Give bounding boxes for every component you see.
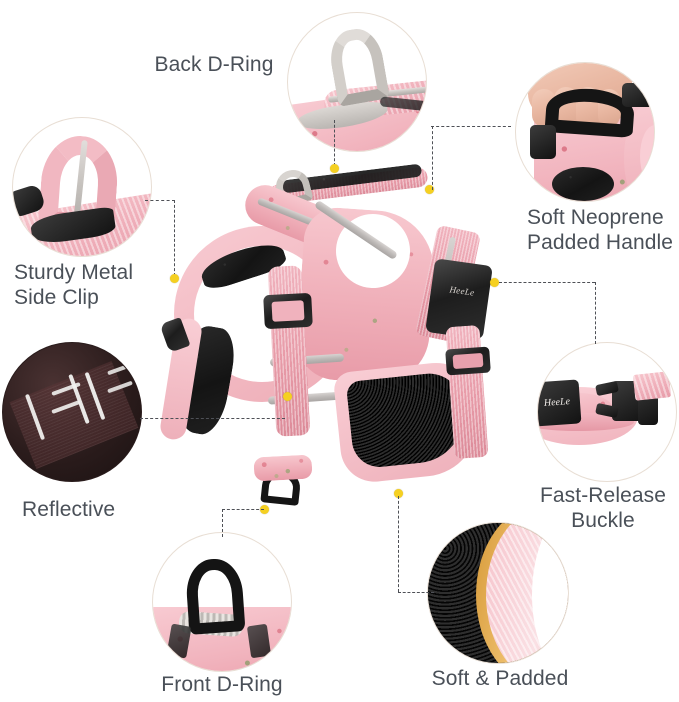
connector-back-d-ring-vertical <box>334 120 335 166</box>
anchor-dot-soft-padded <box>394 489 403 498</box>
connector-front-d-ring-horizontal <box>222 509 264 510</box>
callout-circle-sturdy-metal-side-clip <box>12 117 152 257</box>
connector-buckle-horizontal <box>499 282 595 283</box>
connector-side-clip-vertical <box>174 200 175 276</box>
anchor-dot-padded-handle <box>425 185 434 194</box>
callout-circle-fast-release-buckle: HeeLe <box>537 342 677 482</box>
label-soft-neoprene-padded-handle: Soft Neoprene Padded Handle <box>527 206 674 254</box>
label-back-d-ring: Back D-Ring <box>154 53 274 76</box>
connector-soft-padded-vertical <box>398 496 399 592</box>
label-fast-release-buckle: Fast-Release Buckle <box>539 484 667 532</box>
callout-circle-reflective <box>2 342 142 482</box>
connector-front-d-ring-vertical <box>222 509 223 537</box>
connector-padded-handle-horizontal <box>431 126 511 127</box>
connector-buckle-vertical <box>595 282 596 344</box>
label-front-d-ring: Front D-Ring <box>161 673 283 696</box>
anchor-dot-front-d-ring <box>260 505 269 514</box>
connector-reflective-horizontal <box>140 418 285 419</box>
anchor-dot-back-d-ring <box>330 164 339 173</box>
callout-circle-soft-padded <box>427 522 569 664</box>
connector-side-clip-horizontal <box>145 200 175 201</box>
connector-padded-handle-vertical <box>432 126 433 190</box>
callout-circle-soft-neoprene-padded-handle <box>515 62 655 202</box>
label-soft-padded: Soft & Padded <box>431 667 569 690</box>
connector-soft-padded-horizontal <box>398 592 434 593</box>
anchor-dot-side-clip <box>170 274 179 283</box>
product-image-harness: HeeLe <box>150 163 520 520</box>
callout-circle-front-d-ring <box>152 532 292 672</box>
anchor-dot-reflective <box>283 392 292 401</box>
label-reflective: Reflective <box>22 498 116 521</box>
label-sturdy-metal-side-clip: Sturdy Metal Side Clip <box>14 261 134 309</box>
callout-circle-back-d-ring <box>287 12 427 152</box>
anchor-dot-fast-release-buckle <box>490 278 499 287</box>
